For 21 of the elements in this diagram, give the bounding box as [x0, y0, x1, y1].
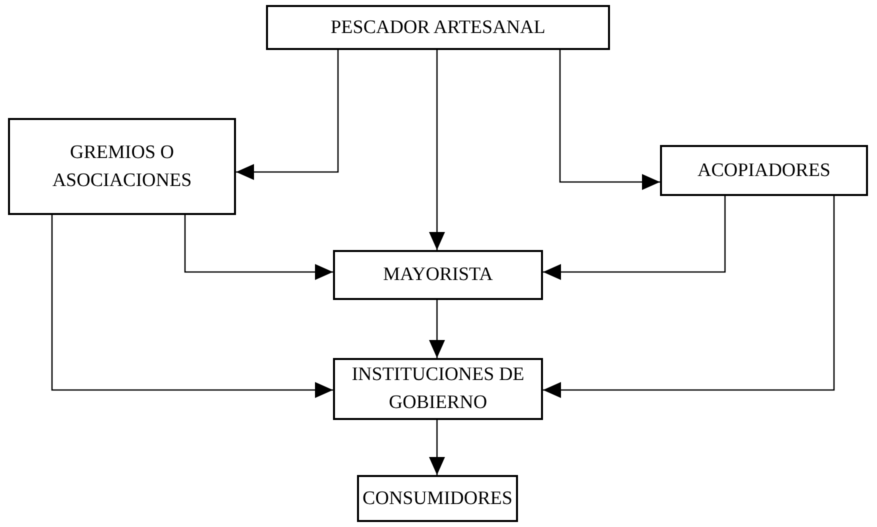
process-box — [333, 250, 543, 300]
arrow — [429, 50, 445, 250]
process-box — [8, 118, 236, 215]
box-label: INSTITUCIONES DE GOBIERNO — [350, 363, 526, 415]
arrow — [236, 50, 339, 180]
box-label: GREMIOS O ASOCIACIONES — [51, 140, 193, 192]
arrow — [543, 196, 835, 398]
process-box — [357, 475, 518, 522]
box-label: ACOPIADORES — [697, 158, 831, 183]
box-label: PESCADOR ARTESANAL — [330, 16, 546, 40]
arrow — [543, 196, 726, 280]
arrow — [559, 50, 660, 190]
arrow — [429, 300, 445, 358]
arrow — [184, 215, 333, 280]
arrow — [51, 215, 333, 398]
box-label: MAYORISTA — [383, 263, 493, 288]
process-box — [660, 145, 868, 196]
arrow — [429, 420, 445, 475]
box-label: CONSUMIDORES — [362, 486, 512, 511]
process-box — [333, 358, 543, 420]
process-box — [266, 5, 610, 50]
